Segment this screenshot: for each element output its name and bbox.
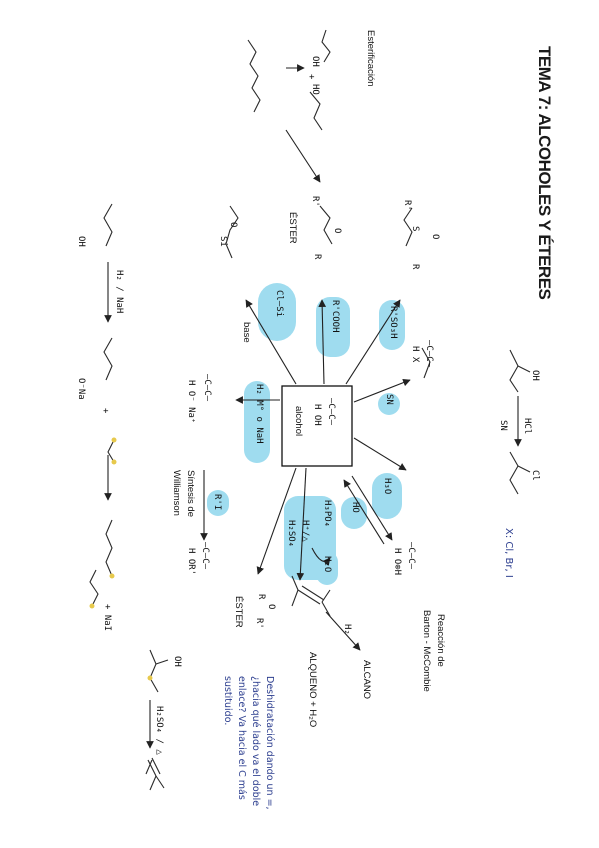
left-reagent: H₂ / NaH [114, 270, 124, 314]
center-row-1: —C—C— [326, 398, 336, 426]
reagent-ho-minus: HO [350, 502, 360, 513]
esterificacion-ho: HO [310, 84, 320, 95]
ester-top-r: R [312, 254, 322, 260]
esterificacion-oh: OH [310, 56, 320, 67]
reagent-base: base [241, 322, 252, 343]
esterificacion-plus: + [306, 74, 316, 80]
reagent-h3o: H₃O [382, 478, 392, 495]
oxonium-row-0: —C—C— [406, 542, 416, 570]
arrow-to-ester [318, 299, 327, 385]
reagent-r-prime: R'I [212, 494, 222, 511]
williamson-line2: Williamson [171, 470, 182, 516]
center-caption: alcohol [293, 406, 304, 437]
right-oh: OH [530, 370, 540, 381]
dehyd-question: Deshidratación dando un =, ¿hacia qué la… [222, 676, 275, 810]
left-plus-nai: + NaI [102, 604, 112, 632]
alcohol-box [281, 385, 353, 467]
highlight-r-prime [207, 490, 229, 516]
ester-top-label: ÉSTER [287, 212, 298, 244]
reagent-r-cooh: R'COOH [330, 300, 340, 333]
highlight-h3o [372, 473, 402, 519]
arrow-to-silyl [245, 299, 297, 385]
reagent-clsi: Cl—Si [274, 290, 284, 318]
ester-top-r1: R' [310, 196, 320, 207]
highlight-h2o [316, 551, 338, 585]
left-oh: OH [76, 236, 86, 247]
esterificacion-title: Esterificación [365, 30, 376, 87]
ether-r: R [256, 594, 266, 600]
arrow-to-halide [353, 378, 411, 403]
reagent-h2o: H₂O [322, 556, 332, 573]
silyl-si: Si [218, 236, 228, 247]
arrow-to-alkene [296, 467, 307, 581]
right-cl: Cl [530, 470, 540, 481]
reagent-h3po4: H₃PO₄ [322, 500, 332, 528]
ether-r1: R' [254, 618, 264, 629]
reagent-h2: H₂ [342, 624, 352, 635]
arrow-to-sulfonate [345, 299, 401, 385]
center-row-3: H OH [312, 404, 322, 426]
ether-label: ÉSTER [233, 596, 244, 628]
sulfonate-r: R [410, 264, 420, 270]
reagent-sn: SN [384, 394, 394, 405]
alkene-label: ALQUENO + H₂O [307, 652, 318, 728]
sulfonate-r1: R' [402, 200, 412, 211]
ether-row-1: H OR' [186, 548, 196, 576]
ether-o: O [266, 604, 276, 610]
arrow-to-oxonium [353, 437, 407, 471]
halide-row-1: H X [410, 346, 420, 363]
sulfonate-s: S [410, 226, 420, 232]
left-plus: + [100, 408, 110, 414]
reagent-h2-nah: H₂ M° o NaH [254, 384, 264, 444]
reagent-r-so3h: R'SO₃H [388, 306, 398, 339]
right-hcl: HCl [522, 418, 532, 435]
silyl-o: O [228, 222, 238, 228]
ether-row-0: —C—C— [200, 542, 210, 570]
halide-row-0: —C—C— [424, 340, 434, 368]
page-title: TEMA 7: ALCOHOLES Y ÉTERES [535, 46, 554, 300]
williamson-line1: Síntesis de [185, 470, 196, 517]
highlight-h2-nah [244, 381, 270, 463]
alkane-label: ALCANO [361, 660, 372, 700]
alkoxide-row-0: —C—C— [202, 374, 212, 402]
ester-top-o: O [332, 228, 342, 234]
highlight-sn [378, 393, 400, 415]
reagent-h-delta: H⁺/△ [300, 520, 310, 542]
halide-x-note: X: Cl, Br, I [503, 528, 514, 578]
reagent-h2so4: H₂SO₄ [286, 520, 296, 548]
oxonium-row-1: H O⊕H [392, 548, 402, 576]
sulfonate-o: O [430, 234, 440, 240]
alkoxide-row-1: H O⁻ Na⁺ [186, 380, 196, 424]
arrow-to-ether [256, 467, 297, 575]
right-sn: SN [498, 420, 508, 431]
highlight-ho-minus [341, 497, 367, 529]
barton-line1: Reacción de [435, 614, 446, 667]
dehyd-reagent: H₂SO₄ / △ [154, 706, 164, 755]
barton-line2: Barton - McCombie [421, 610, 432, 692]
dehyd-oh: OH [172, 656, 182, 667]
left-o-na: O⁻Na [76, 378, 86, 400]
